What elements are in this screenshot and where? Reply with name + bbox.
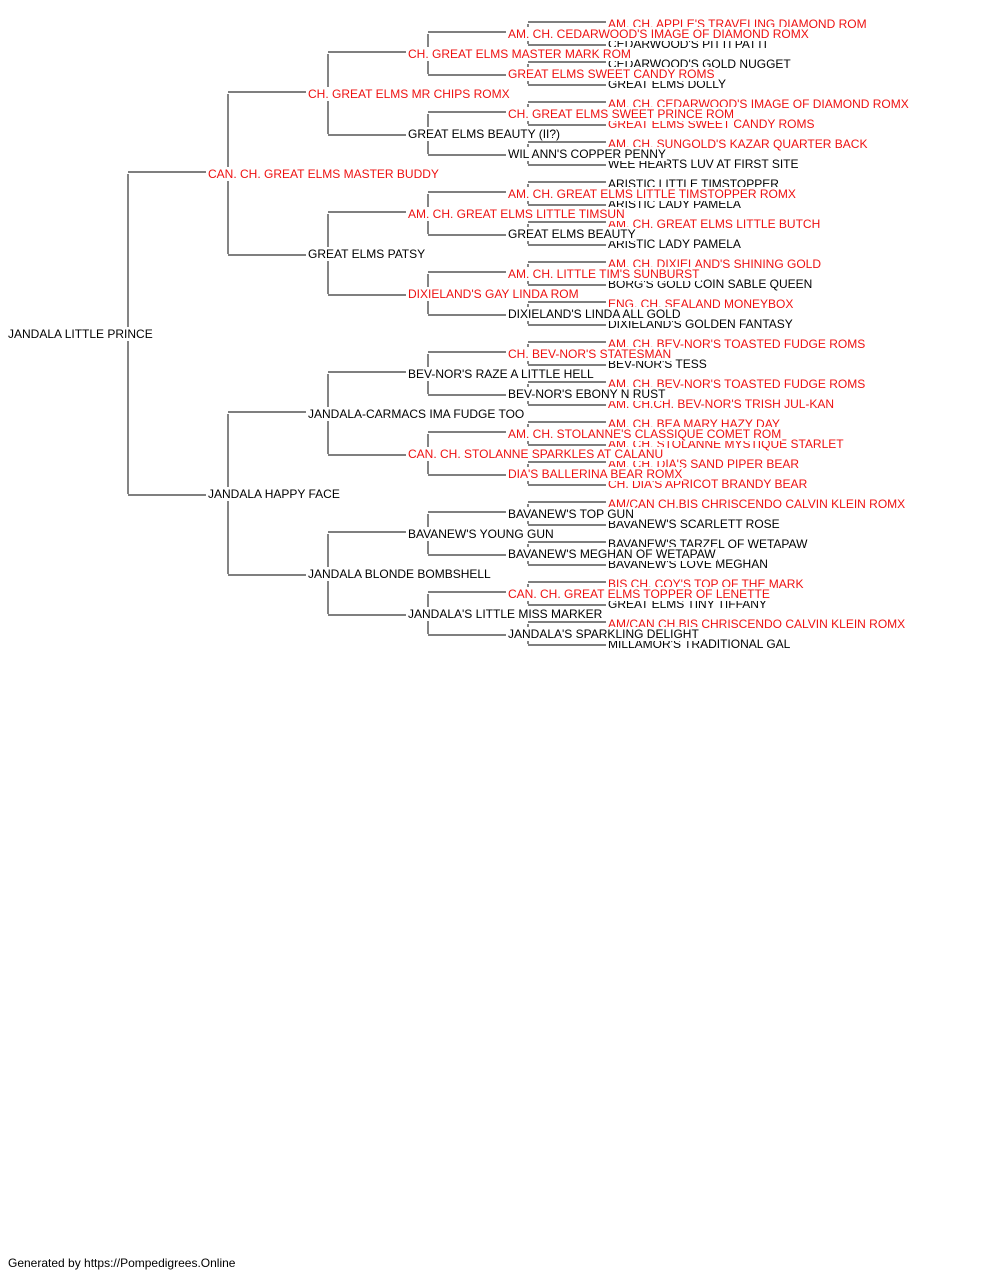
label-background [407,607,604,621]
ancestor-name: JANDALA BLONDE BOMBSHELL [308,567,491,581]
ancestor-name: DIXIELAND'S GAY LINDA ROM [408,287,579,301]
label-background [507,307,682,321]
label-background [507,267,702,281]
label-background [207,167,440,181]
label-background [407,367,596,381]
ancestor-name: BEV-NOR'S RAZE A LITTLE HELL [408,367,594,381]
label-background [507,227,637,241]
label-background [507,587,771,601]
label-background [507,467,684,481]
label-background [307,87,511,101]
label-background [507,27,810,41]
ancestor-name: AM. CH. LITTLE TIM'S SUNBURST [508,267,700,281]
ancestor-name: JANDALA'S SPARKLING DELIGHT [508,627,699,641]
label-background [307,567,493,581]
ancestor-name: AM. CH. GREAT ELMS LITTLE BUTCH [608,217,820,231]
label-background [507,547,718,561]
ancestor-name: ARISTIC LADY PAMELA [608,237,741,251]
label-background [407,287,580,301]
ancestor-name: CH. GREAT ELMS SWEET PRINCE ROM [508,107,734,121]
ancestor-name: CH. GREAT ELMS MR CHIPS ROMX [308,87,510,101]
ancestor-name: JANDALA'S LITTLE MISS MARKER [408,607,603,621]
label-background [507,507,635,521]
label-background [507,187,797,201]
ancestor-name: GREAT ELMS BEAUTY (II?) [408,127,560,141]
ancestor-name: BAVANEW'S YOUNG GUN [408,527,554,541]
ancestor-name: GREAT ELMS BEAUTY [508,227,636,241]
ancestor-name: CAN. CH. STOLANNE SPARKLES AT CALANU [408,447,663,461]
ancestor-name: DIXIELAND'S LINDA ALL GOLD [508,307,681,321]
ancestor-name: GREAT ELMS PATSY [308,247,425,261]
ancestor-name: BAVANEW'S TOP GUN [508,507,634,521]
ancestor-name: BAVANEW'S SCARLETT ROSE [608,517,780,531]
label-background [407,527,555,541]
ancestor-name: CAN. CH. GREAT ELMS TOPPER OF LENETTE [508,587,770,601]
ancestor-name: AM. CH. GREAT ELMS LITTLE TIMSTOPPER ROM… [508,187,796,201]
label-background [607,137,869,151]
label-background [507,427,783,441]
label-background [507,107,736,121]
label-background [407,207,626,221]
ancestor-name: AM. CH. GREAT ELMS LITTLE TIMSUN [408,207,625,221]
label-background [607,237,742,251]
label-background [7,327,154,341]
ancestor-name: AM/CAN CH.BIS CHRISCENDO CALVIN KLEIN RO… [608,497,905,511]
label-background [607,377,867,391]
label-background [407,47,632,61]
ancestor-name: BEV-NOR'S EBONY N RUST [508,387,666,401]
ancestor-name: JANDALA-CARMACS IMA FUDGE TOO [308,407,524,421]
label-background [407,447,665,461]
label-background [507,627,701,641]
label-background [307,247,427,261]
label-background [407,127,562,141]
ancestor-name: DIA'S BALLERINA BEAR ROMX [508,467,682,481]
label-background [307,407,526,421]
ancestor-name: AM. CH. BEV-NOR'S TOASTED FUDGE ROMS [608,377,865,391]
ancestor-name: WIL ANN'S COPPER PENNY [508,147,666,161]
ancestor-name: AM. CH. STOLANNE'S CLASSIQUE COMET ROM [508,427,781,441]
label-background [507,67,716,81]
ancestor-name: BAVANEW'S MEGHAN OF WETAPAW [508,547,716,561]
ancestor-name: CAN. CH. GREAT ELMS MASTER BUDDY [208,167,439,181]
ancestor-name: GREAT ELMS SWEET CANDY ROMS [508,67,714,81]
label-background [607,497,907,511]
label-background [607,217,822,231]
ancestor-name: JANDALA HAPPY FACE [208,487,340,501]
ancestor-name: AM. CH. SUNGOLD'S KAZAR QUARTER BACK [608,137,867,151]
label-background [507,347,673,361]
label-background [607,517,781,531]
ancestor-name: AM. CH. CEDARWOOD'S IMAGE OF DIAMOND ROM… [508,27,809,41]
generated-by-footer: Generated by https://Pompedigrees.Online [8,1256,236,1270]
subject-name: JANDALA LITTLE PRINCE [8,327,153,341]
ancestor-name: AM. CH. BEV-NOR'S TOASTED FUDGE ROMS [608,337,865,351]
ancestor-name: CH. BEV-NOR'S STATESMAN [508,347,671,361]
ancestor-name: CH. GREAT ELMS MASTER MARK ROM [408,47,631,61]
label-background [507,387,668,401]
label-background [207,487,341,501]
label-background [507,147,667,161]
